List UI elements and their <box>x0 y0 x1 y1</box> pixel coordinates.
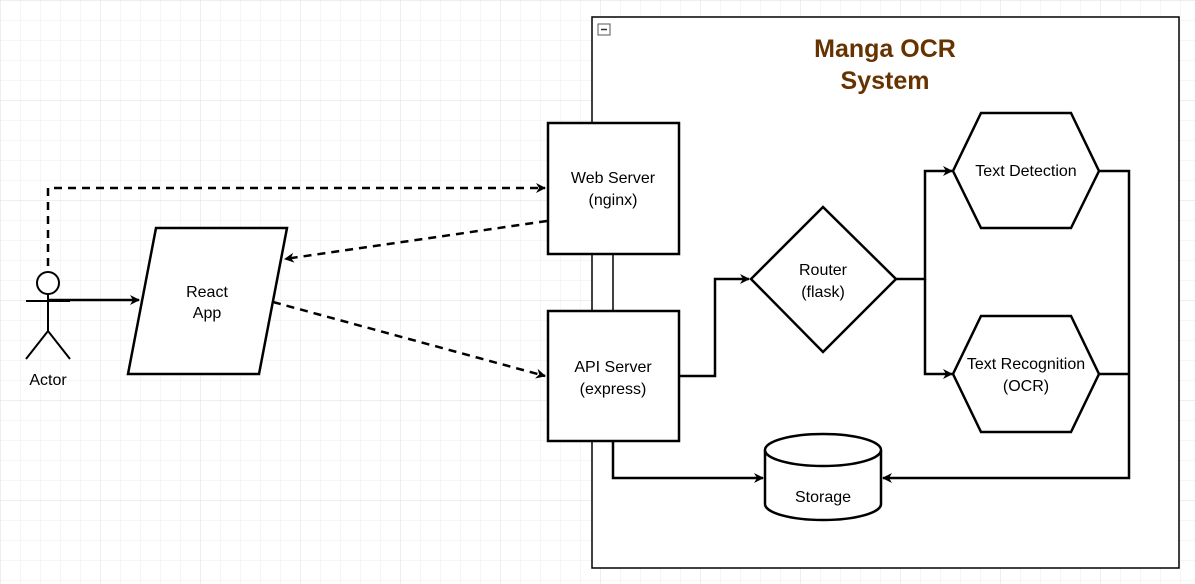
edge-actor-to-webserver[interactable] <box>46 183 546 266</box>
react-app-label-line1: React <box>186 284 228 301</box>
edge-apiserver-to-router[interactable] <box>679 274 750 378</box>
actor[interactable] <box>25 271 71 360</box>
actor-head-icon <box>36 271 60 295</box>
edge-webserver-to-react-app[interactable] <box>284 219 548 263</box>
text-detection-node[interactable]: Text Detection <box>951 111 1101 230</box>
system-title-line2: System <box>841 67 930 95</box>
minus-box-icon[interactable] <box>597 23 611 36</box>
edge-react-app-to-apiserver[interactable] <box>272 300 546 379</box>
web-server-label-line1: Web Server <box>571 170 656 187</box>
react-app-node[interactable]: React App <box>126 226 289 376</box>
edge-apiserver-to-storage[interactable] <box>611 441 764 483</box>
system-container[interactable]: Manga OCR System <box>591 16 1180 569</box>
edge-router-to-text-recognition[interactable] <box>923 279 953 379</box>
api-server-label-line1: API Server <box>574 359 652 376</box>
react-app-label-line2: App <box>193 305 222 322</box>
edge-router-to-text-detection[interactable] <box>896 166 953 281</box>
text-recognition-label-line1: Text Recognition <box>967 356 1085 373</box>
edge-text-detection-to-storage[interactable] <box>882 169 1131 483</box>
text-detection-label: Text Detection <box>975 163 1076 180</box>
system-title-line1: Manga OCR <box>814 35 956 63</box>
text-recognition-node[interactable]: Text Recognition (OCR) <box>951 314 1101 434</box>
router-label-line2: (flask) <box>801 284 845 301</box>
router-node[interactable]: Router (flask) <box>749 205 898 354</box>
text-recognition-label-line2: (OCR) <box>1003 378 1049 395</box>
web-server-node[interactable]: Web Server (nginx) <box>546 121 681 256</box>
storage-node[interactable]: Storage <box>763 432 883 522</box>
api-server-label-line2: (express) <box>580 381 647 398</box>
storage-label: Storage <box>795 489 851 506</box>
connectors <box>46 166 1131 483</box>
web-server-label-line2: (nginx) <box>589 192 638 209</box>
actor-label: Actor <box>29 372 67 389</box>
router-label-line1: Router <box>799 262 848 279</box>
api-server-node[interactable]: API Server (express) <box>546 309 681 443</box>
